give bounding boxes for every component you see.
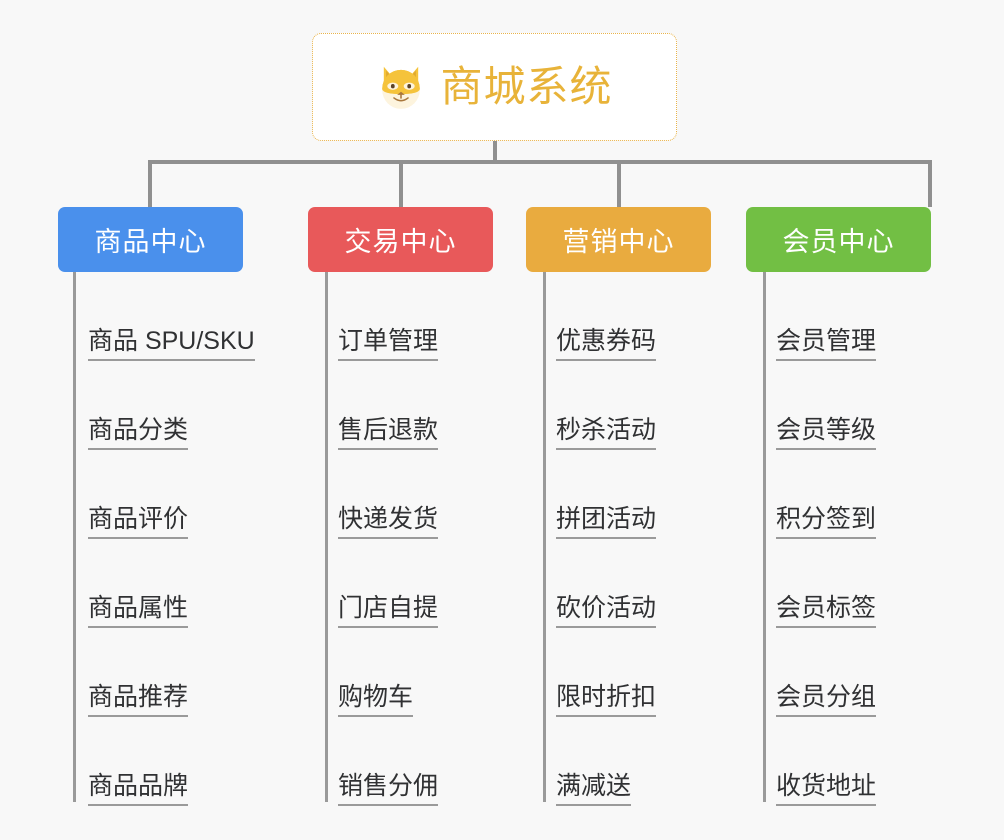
branch-header-trade-center[interactable]: 交易中心 bbox=[308, 207, 493, 272]
leaf-item[interactable]: 会员分组 bbox=[746, 628, 931, 717]
leaf-item[interactable]: 快递发货 bbox=[308, 450, 493, 539]
leaf-item[interactable]: 商品 SPU/SKU bbox=[58, 272, 255, 361]
leaf-item-label: 会员分组 bbox=[776, 683, 877, 717]
leaf-item[interactable]: 砍价活动 bbox=[526, 539, 711, 628]
branch-trunk-product-center bbox=[73, 272, 76, 802]
branch-header-label: 商品中心 bbox=[94, 227, 207, 257]
leaf-item[interactable]: 会员管理 bbox=[746, 272, 931, 361]
leaf-item-label: 商品评价 bbox=[88, 505, 189, 539]
leaf-item-label: 销售分佣 bbox=[338, 772, 439, 806]
leaf-item-label: 限时折扣 bbox=[556, 683, 657, 717]
root-node[interactable]: 商城系统 bbox=[312, 33, 677, 141]
leaf-item-label: 订单管理 bbox=[338, 327, 439, 361]
leaf-list-trade-center: 订单管理售后退款快递发货门店自提购物车销售分佣 bbox=[308, 272, 493, 806]
leaf-item-label: 会员等级 bbox=[776, 416, 877, 450]
branch-header-label: 交易中心 bbox=[344, 227, 457, 257]
leaf-item[interactable]: 销售分佣 bbox=[308, 717, 493, 806]
connector-drop-2 bbox=[399, 160, 403, 207]
shiba-dog-icon bbox=[382, 66, 421, 109]
leaf-item-label: 快递发货 bbox=[338, 505, 439, 539]
leaf-item[interactable]: 会员等级 bbox=[746, 361, 931, 450]
leaf-list-product-center: 商品 SPU/SKU 商品分类商品评价商品属性商品推荐商品品牌 bbox=[58, 272, 255, 806]
branch-trunk-trade-center bbox=[325, 272, 328, 802]
leaf-item[interactable]: 商品评价 bbox=[58, 450, 243, 539]
leaf-item-label: 秒杀活动 bbox=[556, 416, 657, 450]
leaf-item-label: 收货地址 bbox=[776, 772, 877, 806]
leaf-item-label: 优惠券码 bbox=[556, 327, 657, 361]
leaf-item-label: 购物车 bbox=[338, 683, 414, 717]
leaf-item-label: 会员标签 bbox=[776, 594, 877, 628]
connector-drop-4 bbox=[928, 160, 932, 207]
leaf-item[interactable]: 订单管理 bbox=[308, 272, 493, 361]
leaf-item-label: 门店自提 bbox=[338, 594, 439, 628]
leaf-item-label: 拼团活动 bbox=[556, 505, 657, 539]
leaf-item[interactable]: 积分签到 bbox=[746, 450, 931, 539]
leaf-item-label: 商品属性 bbox=[88, 594, 189, 628]
leaf-item[interactable]: 购物车 bbox=[308, 628, 493, 717]
leaf-item-label: 商品推荐 bbox=[88, 683, 189, 717]
leaf-item[interactable]: 商品分类 bbox=[58, 361, 243, 450]
leaf-item[interactable]: 秒杀活动 bbox=[526, 361, 711, 450]
branch-marketing-center: 营销中心优惠券码秒杀活动拼团活动砍价活动限时折扣满减送 bbox=[526, 207, 711, 806]
connector-drop-1 bbox=[148, 160, 152, 207]
leaf-item[interactable]: 商品推荐 bbox=[58, 628, 243, 717]
branch-trunk-marketing-center bbox=[543, 272, 546, 802]
leaf-item-label: 砍价活动 bbox=[556, 594, 657, 628]
leaf-item[interactable]: 优惠券码 bbox=[526, 272, 711, 361]
leaf-item[interactable]: 商品属性 bbox=[58, 539, 243, 628]
leaf-item[interactable]: 门店自提 bbox=[308, 539, 493, 628]
branch-header-member-center[interactable]: 会员中心 bbox=[746, 207, 931, 272]
connector-drop-3 bbox=[617, 160, 621, 207]
leaf-item-label: 商品品牌 bbox=[88, 772, 189, 806]
leaf-item-label: 满减送 bbox=[556, 772, 632, 806]
leaf-item-label: 积分签到 bbox=[776, 505, 877, 539]
connector-stem bbox=[493, 141, 497, 163]
branch-trade-center: 交易中心订单管理售后退款快递发货门店自提购物车销售分佣 bbox=[308, 207, 493, 806]
leaf-list-member-center: 会员管理会员等级积分签到会员标签会员分组收货地址 bbox=[746, 272, 931, 806]
leaf-list-marketing-center: 优惠券码秒杀活动拼团活动砍价活动限时折扣满减送 bbox=[526, 272, 711, 806]
branch-trunk-member-center bbox=[763, 272, 766, 802]
leaf-item[interactable]: 拼团活动 bbox=[526, 450, 711, 539]
leaf-item[interactable]: 会员标签 bbox=[746, 539, 931, 628]
leaf-item-label: 商品分类 bbox=[88, 416, 189, 450]
branch-header-product-center[interactable]: 商品中心 bbox=[58, 207, 243, 272]
leaf-item-label: 售后退款 bbox=[338, 416, 439, 450]
root-title: 商城系统 bbox=[440, 63, 613, 110]
branch-product-center: 商品中心商品 SPU/SKU 商品分类商品评价商品属性商品推荐商品品牌 bbox=[58, 207, 255, 806]
leaf-item-label: 会员管理 bbox=[776, 327, 877, 361]
leaf-item[interactable]: 满减送 bbox=[526, 717, 711, 806]
leaf-item[interactable]: 商品品牌 bbox=[58, 717, 243, 806]
branch-header-label: 会员中心 bbox=[782, 227, 895, 257]
leaf-item[interactable]: 限时折扣 bbox=[526, 628, 711, 717]
leaf-item-label: 商品 SPU/SKU bbox=[88, 327, 255, 361]
leaf-item[interactable]: 售后退款 bbox=[308, 361, 493, 450]
branch-member-center: 会员中心会员管理会员等级积分签到会员标签会员分组收货地址 bbox=[746, 207, 931, 806]
connector-horizontal-bar bbox=[148, 160, 932, 164]
leaf-item[interactable]: 收货地址 bbox=[746, 717, 931, 806]
branch-header-label: 营销中心 bbox=[562, 227, 675, 257]
branch-header-marketing-center[interactable]: 营销中心 bbox=[526, 207, 711, 272]
